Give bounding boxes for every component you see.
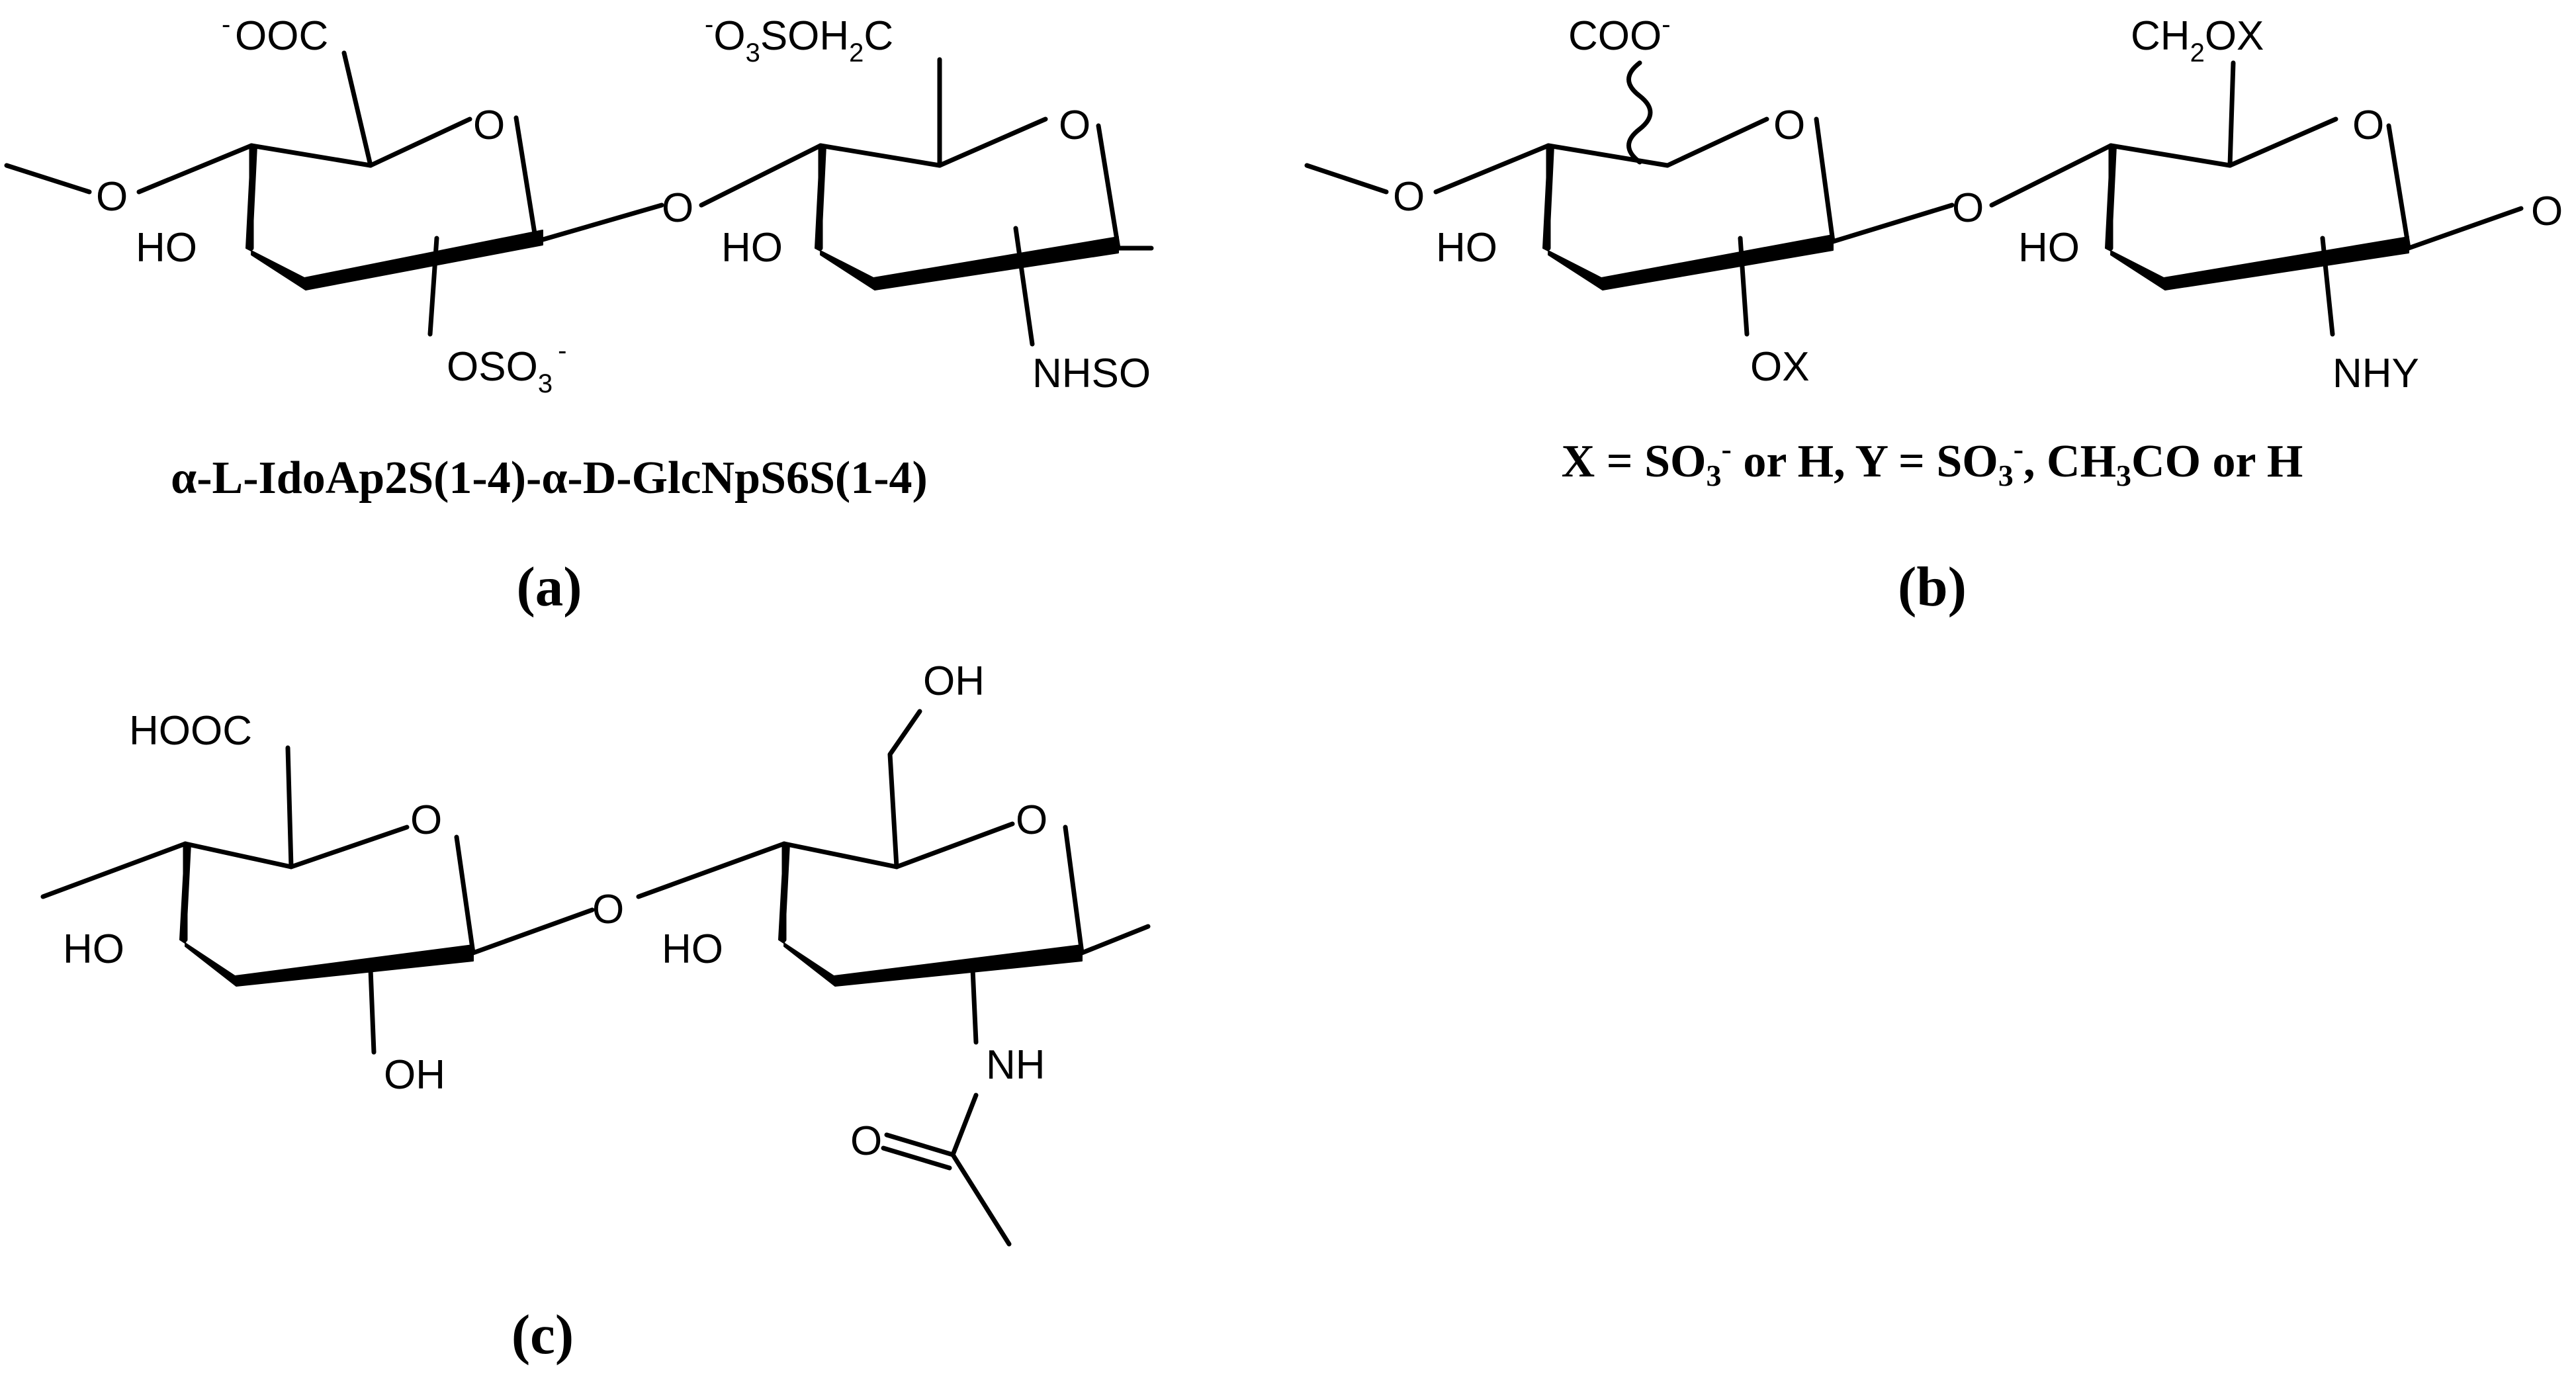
carboxylate-charge: - <box>222 10 230 39</box>
ring-oxygen-2: O <box>1016 797 1047 843</box>
hydroxyl-2: HO <box>721 225 783 271</box>
ring-oxygen-2: O <box>2352 103 2384 148</box>
ox-substituent: OX <box>1750 344 1810 390</box>
sulfate-6-label: -O3SOH2C <box>705 10 893 67</box>
panel-b-label: (b) <box>1898 556 1967 618</box>
panel-b-caption: X = SO3- or H, Y = SO3-, CH3CO or H <box>1562 432 2303 492</box>
ring-oxygen-1: O <box>410 797 442 843</box>
hydroxyl-2: HO <box>2018 225 2080 271</box>
hydroxyl-2: OH <box>384 1052 445 1098</box>
carboxylate-label: COO- <box>1568 10 1671 59</box>
ch2ox-label: CH2OX <box>2131 13 2264 67</box>
panel-c-structure: HOOC O HO OH O OH O HO NH O <box>40 658 1151 1247</box>
glycosidic-oxygen: O <box>592 887 624 932</box>
glycosidic-oxygen: O <box>1952 185 1984 231</box>
hydroxyl-6: OH <box>923 658 985 704</box>
end-oxygen: O <box>2531 189 2563 234</box>
wedge-bond <box>245 145 543 291</box>
wedge-bond <box>778 843 1083 987</box>
hydroxyl-1: HO <box>63 926 124 972</box>
hydroxyl-3: HO <box>662 926 723 972</box>
amide-nh: NH <box>986 1042 1045 1088</box>
hydroxyl-1: HO <box>1436 225 1497 271</box>
link-oxygen-left: O <box>1393 174 1425 220</box>
panel-c-label: (c) <box>511 1304 574 1366</box>
nhy-substituent: NHY <box>2332 351 2419 396</box>
wedge-bond <box>1542 145 1834 291</box>
sulfate-2-label: OSO3- <box>447 336 566 398</box>
carboxyl-label: HOOC <box>129 708 252 754</box>
panel-a-structure: - OOC O O HO OSO3- O -O3SOH2C O HO NHSO <box>4 10 1154 398</box>
crop-mask <box>1151 344 1191 397</box>
wedge-bond <box>815 145 1119 291</box>
hydroxyl-1: HO <box>136 225 197 271</box>
panel-a-label: (a) <box>516 556 582 618</box>
carboxylate-label: OOC <box>235 13 328 59</box>
panel-b-structure: COO- O O HO OX O CH2OX O HO NHY O <box>1304 10 2563 396</box>
wedge-bond <box>179 843 474 987</box>
panel-a-caption: α-L-IdoAp2S(1-4)-α-D-GlcNpS6S(1-4) <box>171 453 928 504</box>
ring-oxygen-2: O <box>1059 103 1090 148</box>
link-oxygen-left: O <box>96 174 128 220</box>
glycosidic-oxygen: O <box>662 185 693 231</box>
wedge-bond <box>2105 145 2409 291</box>
n-sulfate-label: NHSO <box>1032 351 1151 396</box>
ring-oxygen-1: O <box>1773 103 1805 148</box>
ring-oxygen-1: O <box>473 103 505 148</box>
carbonyl-oxygen: O <box>850 1118 882 1164</box>
